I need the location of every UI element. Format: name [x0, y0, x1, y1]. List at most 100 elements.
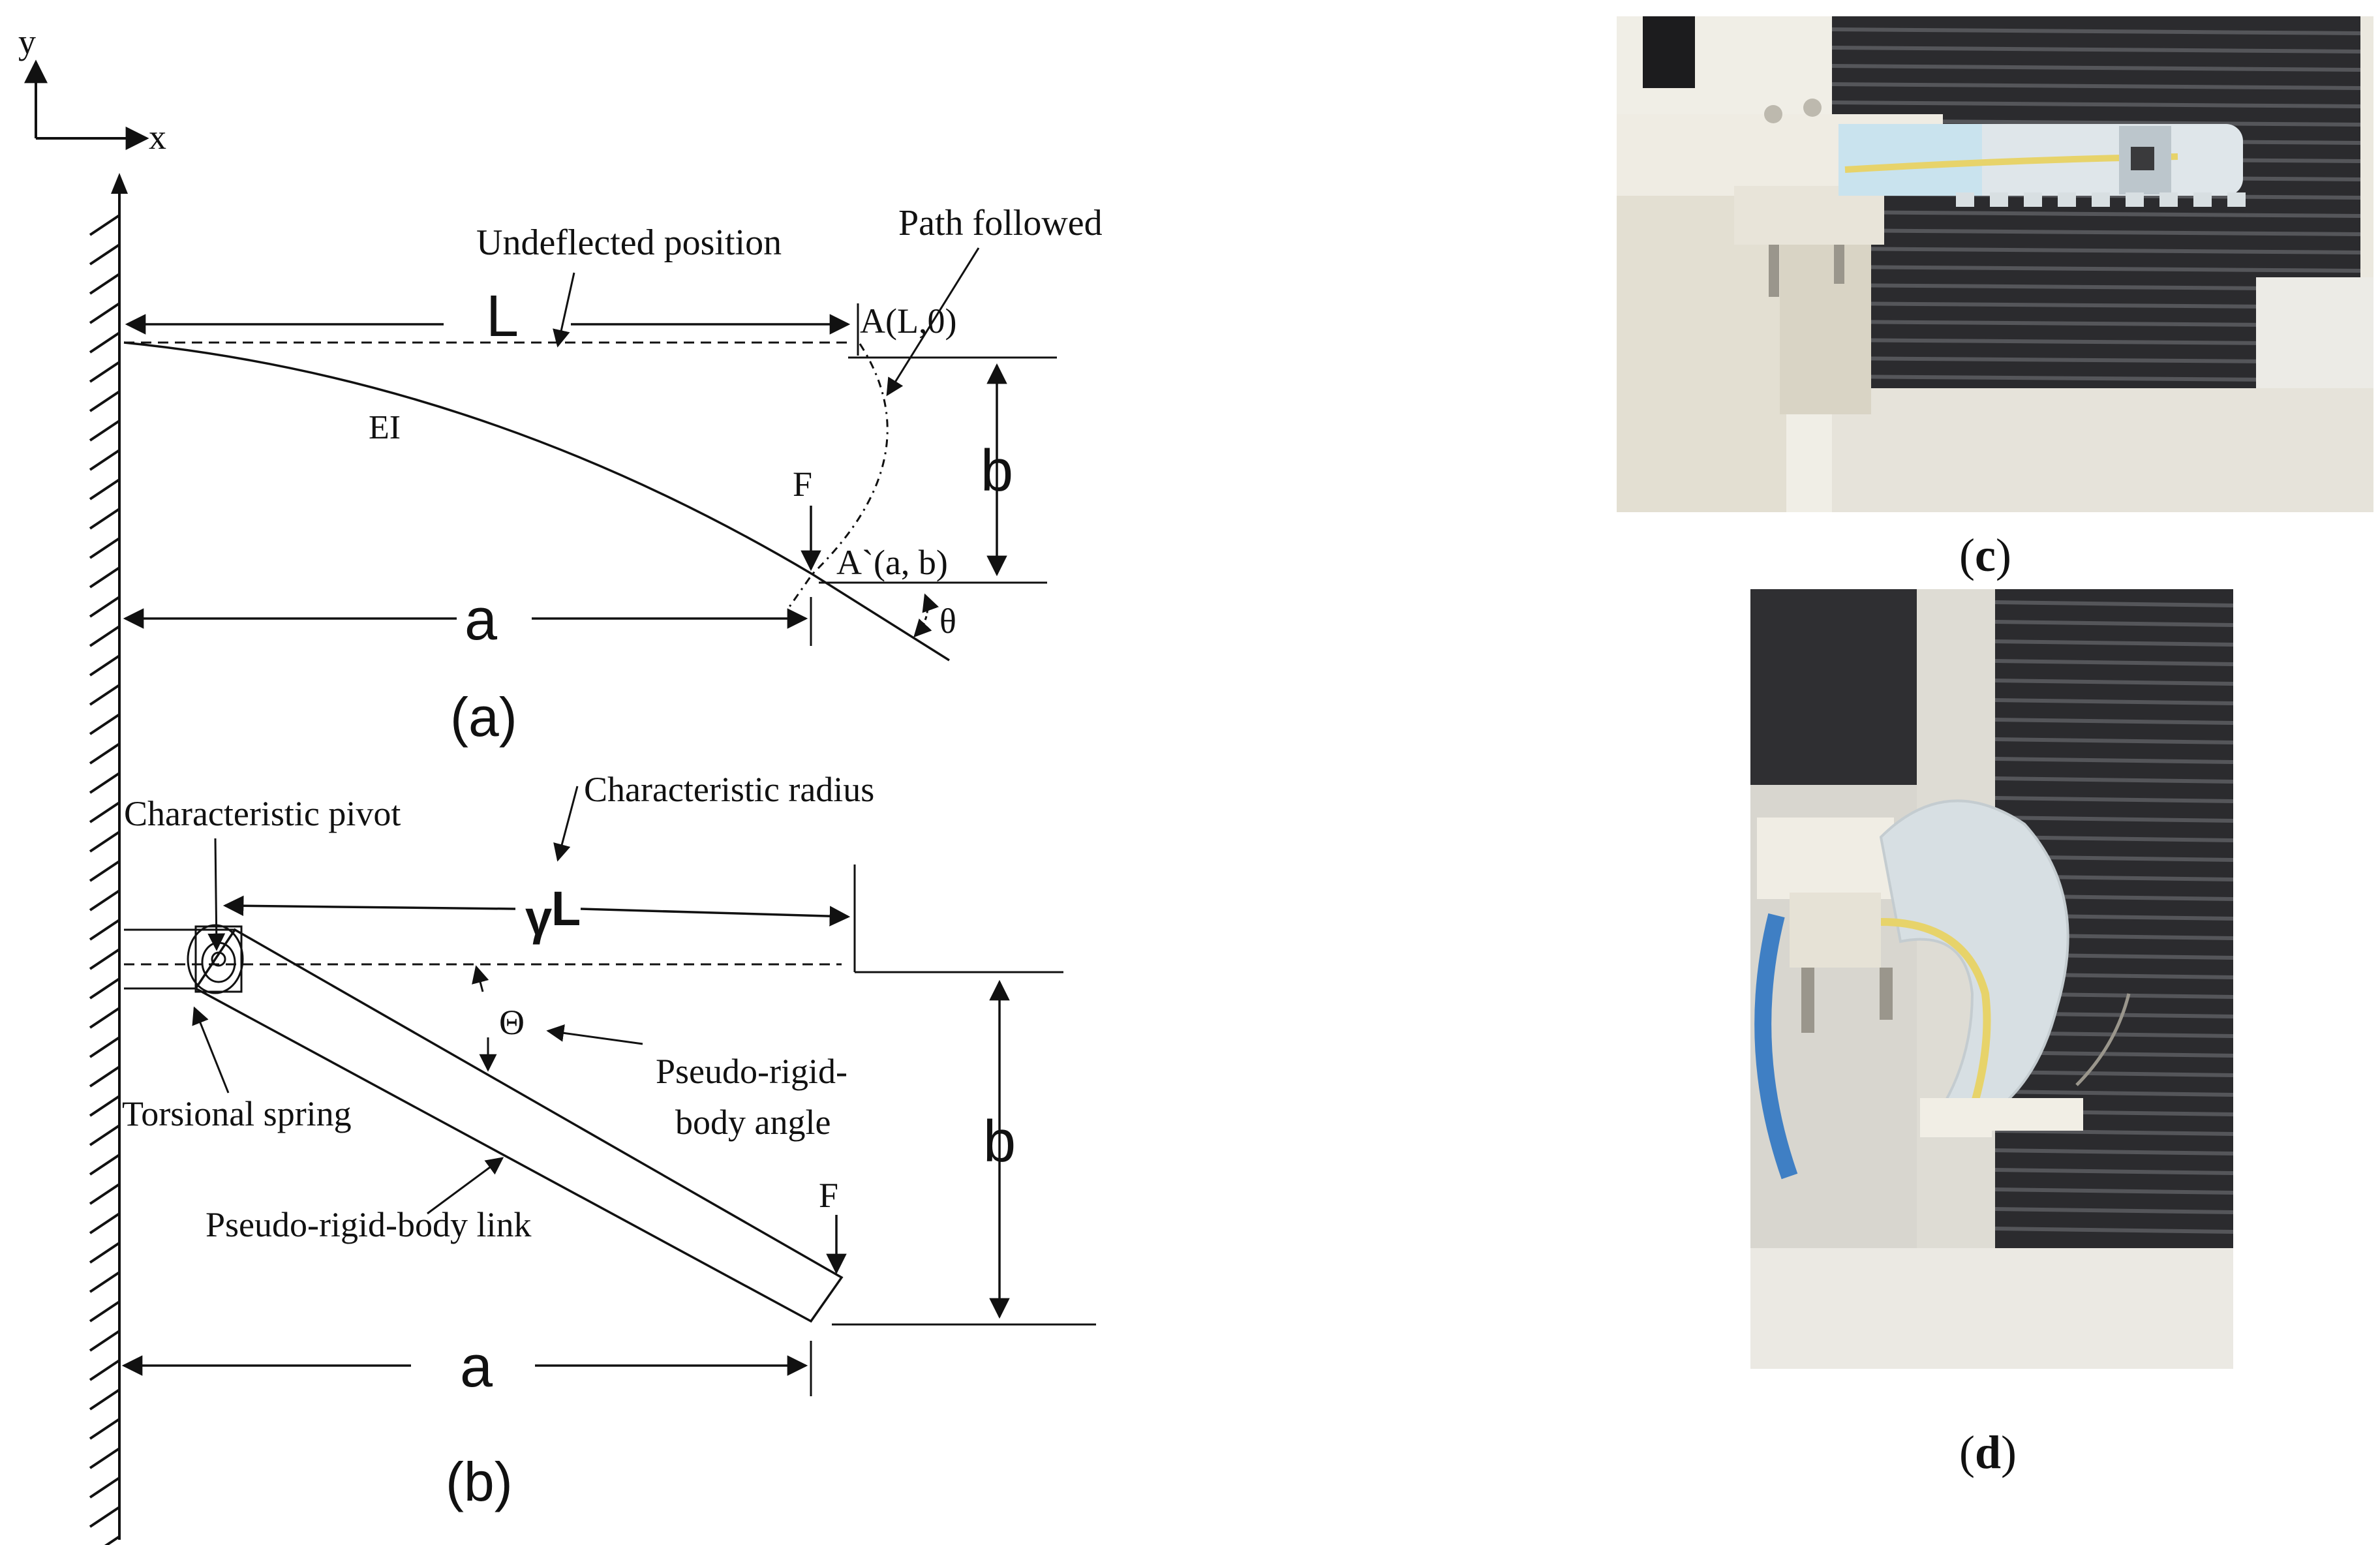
photo-d-bent-actuator	[1750, 589, 2233, 1369]
louver-slat	[1994, 757, 2233, 764]
panel-d-paren-close: )	[2001, 1426, 2017, 1478]
wall-hatch	[89, 1154, 121, 1176]
char-pivot-label: Characteristic pivot	[124, 794, 401, 833]
wall-hatch	[89, 1476, 121, 1499]
louver-slat	[1994, 796, 2233, 803]
louver-slat	[1994, 1148, 2233, 1155]
wall-hatch	[89, 1447, 121, 1469]
wall-hatch	[89, 1388, 121, 1411]
theta-arc	[913, 593, 939, 637]
a-label-b: a	[460, 1334, 493, 1400]
wall-hatch	[89, 390, 121, 412]
link-pointer	[427, 1157, 504, 1215]
actuator-chamber-tooth	[2092, 192, 2110, 207]
wall-hatch	[89, 919, 121, 941]
photo-c-straight-actuator	[1617, 16, 2373, 512]
wall-hatch	[89, 1124, 121, 1146]
char-radius-label: Characteristic radius	[584, 770, 874, 809]
wall-hatch	[89, 478, 121, 500]
panel-a: L Undeflected position A(L,0) Path follo…	[123, 203, 1109, 748]
louver-slat	[1994, 1187, 2233, 1195]
Theta-label: Θ	[499, 1003, 525, 1042]
wall-hatch	[89, 1418, 121, 1440]
wall-hatch	[89, 1095, 121, 1117]
y-axis-label: y	[18, 22, 36, 61]
gamma-label: γ	[525, 891, 552, 945]
wall-hatch	[89, 1065, 121, 1088]
wall-hatch	[89, 537, 121, 559]
wall-hatch	[89, 420, 121, 442]
actuator-chamber-tooth	[2126, 192, 2144, 207]
actuator-chamber-tooth	[2227, 192, 2246, 207]
panel-a-label: (a)	[450, 686, 517, 748]
actuator-chamber-tooth	[1956, 192, 1974, 207]
wall-hatch	[89, 625, 121, 647]
wall-hatch	[89, 948, 121, 970]
wall-hatch	[89, 596, 121, 618]
coordinate-axes	[24, 59, 149, 150]
louver-slat	[1994, 816, 2233, 823]
louver-slat	[1994, 620, 2233, 627]
theta-label: θ	[939, 602, 956, 641]
actuator-chamber-tooth	[2058, 192, 2076, 207]
wall-top-arrow	[111, 173, 128, 194]
link-label: Pseudo-rigid-body link	[206, 1205, 531, 1244]
louver-slat	[1994, 1168, 2233, 1175]
fixed-wall	[89, 176, 121, 1545]
wall-hatch	[89, 1036, 121, 1058]
louver-slat	[1994, 1207, 2233, 1214]
louver-slat	[1994, 718, 2233, 725]
louver-slat	[1994, 698, 2233, 705]
gammaL-arrow-right	[580, 906, 851, 926]
louver-slat	[1831, 210, 2361, 218]
pseudo-rigid-body-link	[194, 928, 844, 1323]
x-axis-label: x	[149, 117, 166, 157]
actuator-chamber-tooth	[2193, 192, 2212, 207]
wall-hatch	[89, 1330, 121, 1352]
torsional-pointer	[192, 1006, 230, 1094]
louver-slat	[1994, 679, 2233, 686]
wall-hatch	[89, 214, 121, 236]
wall-hatch	[89, 243, 121, 266]
louver-slat	[1831, 247, 2361, 254]
point-A-prime-label: A`(a, b)	[836, 543, 948, 582]
path-pointer	[886, 247, 980, 397]
louver-slat	[1994, 1129, 2233, 1136]
panel-c-paren-open: (	[1959, 529, 1975, 581]
beam-deflection-diagram: y x L Undeflected position A(L,0) Path f…	[18, 22, 1109, 1545]
wall-hatch	[89, 1271, 121, 1293]
louver-slat	[1831, 64, 2361, 72]
louver-slat	[1994, 659, 2233, 666]
gammaL-L-label: L	[551, 881, 581, 936]
char-pivot-pointer	[207, 838, 226, 951]
wall-hatch	[89, 977, 121, 1000]
path-label: Path followed by actuator’s free end	[898, 203, 1109, 243]
b-label-a: b	[981, 438, 1013, 504]
wall-hatch	[89, 1183, 121, 1205]
wall-hatch	[89, 713, 121, 735]
undeflected-label: Undeflected position	[476, 222, 782, 263]
wall-hatch	[89, 772, 121, 794]
char-radius-pointer	[553, 786, 579, 862]
louver-slat	[1994, 1227, 2233, 1234]
wall-hatch	[89, 273, 121, 295]
pseudo-angle-label-1: Pseudo-rigid-	[656, 1052, 847, 1091]
louver-slat	[1994, 776, 2233, 784]
louver-slat	[1994, 1090, 2233, 1097]
wall-hatch	[89, 1300, 121, 1323]
panel-d-letter: d	[1974, 1426, 2002, 1478]
wall-hatch	[89, 860, 121, 882]
wall-hatch	[89, 1506, 121, 1528]
L-label: L	[486, 284, 519, 349]
a-label-a: a	[465, 587, 498, 652]
wall-hatch	[89, 1359, 121, 1381]
wall-hatch	[89, 508, 121, 530]
undeflected-pointer	[553, 272, 575, 348]
wall-hatch	[89, 302, 121, 324]
wall-hatch	[89, 1212, 121, 1234]
wall-hatch	[89, 361, 121, 383]
force-label-a: F	[793, 465, 812, 504]
wall-hatch	[89, 742, 121, 765]
Theta-arrow-up	[472, 965, 489, 992]
louver-slat	[1831, 228, 2361, 236]
